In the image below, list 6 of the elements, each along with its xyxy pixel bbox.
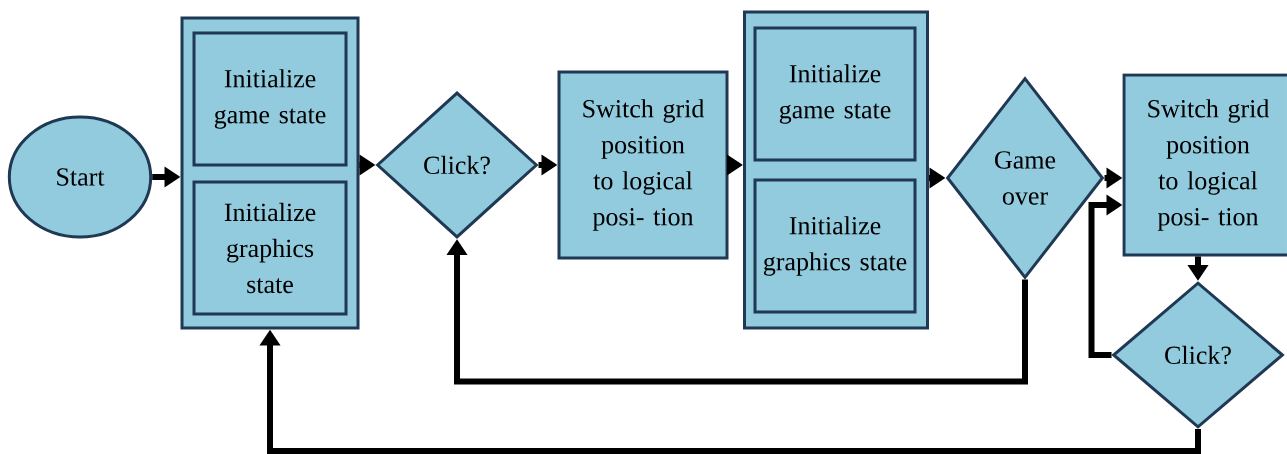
- process-box: Initialize graphics state: [192, 180, 348, 316]
- process-box: Initialize graphics state: [753, 178, 917, 314]
- process-box: Initialize game state: [753, 26, 917, 162]
- process-box: Switch grid position to logical posi- tion: [1122, 73, 1287, 257]
- process-box: Switch grid position to logical posi- tion: [557, 70, 729, 260]
- process-box: Initialize game state: [192, 31, 348, 167]
